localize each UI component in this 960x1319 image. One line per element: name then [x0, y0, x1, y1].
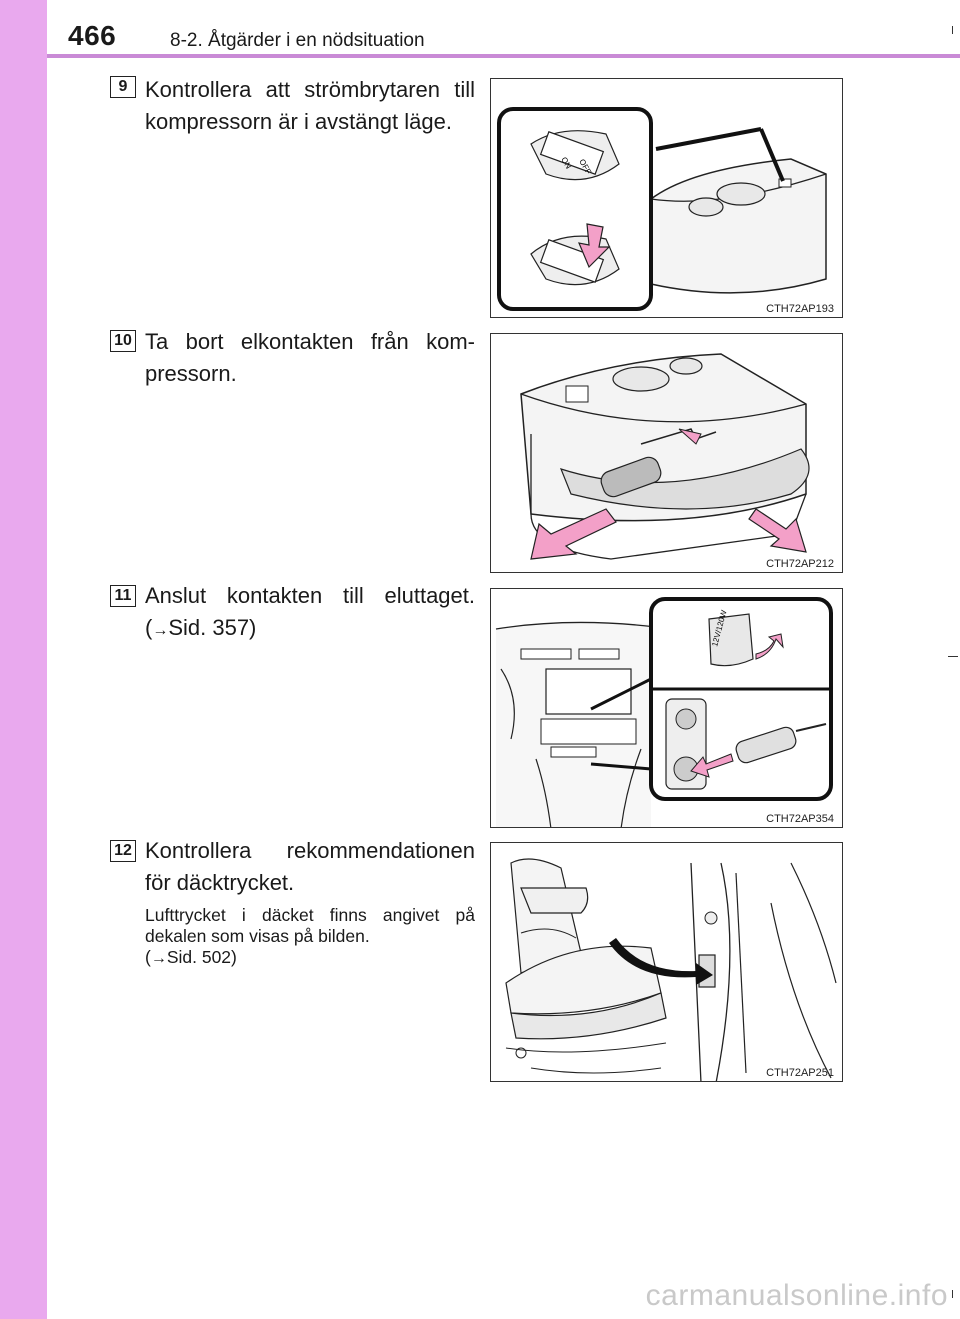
chapter-sidebar-tab: [0, 0, 47, 1319]
figure-code: CTH72AP212: [766, 558, 834, 570]
step-instruction: Kontrollera att strömbrytaren till kompr…: [145, 77, 475, 134]
figure-code: CTH72AP251: [766, 1067, 834, 1079]
step-number-badge: 10: [110, 330, 136, 352]
section-title: 8-2. Åtgärder i en nödsituation: [170, 30, 425, 51]
figure-power-outlet: 12V/120W CTH72AP354: [490, 588, 843, 828]
figure-code: CTH72AP193: [766, 303, 834, 315]
crop-mark: [948, 656, 958, 657]
figure-remove-plug: CTH72AP212: [490, 333, 843, 573]
header-rule: [47, 54, 960, 58]
step-instruction: Kontrollera rekommendationen för däcktry…: [145, 838, 475, 895]
crop-mark: [952, 26, 953, 34]
reference-arrow-icon: →: [152, 622, 169, 639]
step-number-badge: 12: [110, 840, 136, 862]
step-number-badge: 11: [110, 585, 136, 607]
figure-code: CTH72AP354: [766, 813, 834, 825]
step-instruction: Anslut kontakten till eluttaget. (→Sid. …: [145, 580, 475, 647]
figure-compressor-switch: ON OFF CTH72AP193: [490, 78, 843, 318]
reference-arrow-icon: →: [150, 950, 167, 967]
page-reference: (→Sid. 502): [145, 947, 237, 967]
step-note: Lufttrycket i däcket finns angivet på de…: [145, 905, 475, 967]
step-instruction: Ta bort elkontakten från kom-pressorn.: [145, 329, 475, 386]
crop-mark: [952, 1290, 953, 1298]
page-reference: (→Sid. 357): [145, 615, 257, 640]
watermark: carmanualsonline.info: [645, 1279, 948, 1312]
page-number: 466: [68, 20, 117, 51]
step-instruction-line: Anslut kontakten till eluttaget.: [145, 583, 475, 608]
figure-tire-pressure-label: CTH72AP251: [490, 842, 843, 1082]
step-number-badge: 9: [110, 76, 136, 98]
